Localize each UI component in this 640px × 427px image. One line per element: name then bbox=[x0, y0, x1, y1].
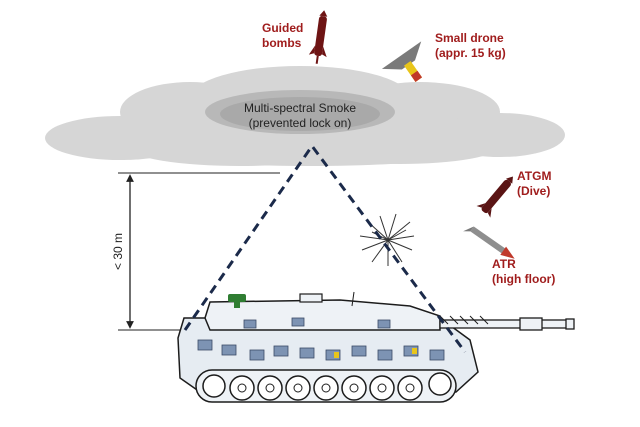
sensor-icon bbox=[228, 294, 246, 308]
smoke-cloud bbox=[45, 66, 565, 166]
smoke-label-line2: (prevented lock on) bbox=[249, 116, 352, 130]
guided-bombs-label-line1: Guided bbox=[262, 21, 303, 35]
small-drone-label-line1: Small drone bbox=[435, 31, 504, 45]
atr-label-line1: ATR bbox=[492, 257, 516, 271]
atr-rocket-icon bbox=[463, 226, 515, 259]
atgm-missile-icon bbox=[476, 176, 513, 218]
intercept-burst-icon bbox=[359, 213, 415, 266]
tank-icon bbox=[177, 291, 575, 403]
atgm-label-line2: (Dive) bbox=[517, 184, 550, 198]
drone-icon bbox=[381, 41, 423, 82]
height-label: < 30 m bbox=[111, 233, 125, 270]
guided-bomb-icon bbox=[308, 10, 328, 64]
height-dimension bbox=[118, 172, 280, 331]
protection-cone bbox=[183, 143, 467, 353]
atr-label-line2: (high floor) bbox=[492, 272, 555, 286]
guided-bombs-label-line2: bombs bbox=[262, 36, 302, 50]
smoke-label-line1: Multi-spectral Smoke bbox=[244, 101, 356, 115]
atgm-label-line1: ATGM bbox=[517, 169, 551, 183]
small-drone-label-line2: (appr. 15 kg) bbox=[435, 46, 506, 60]
